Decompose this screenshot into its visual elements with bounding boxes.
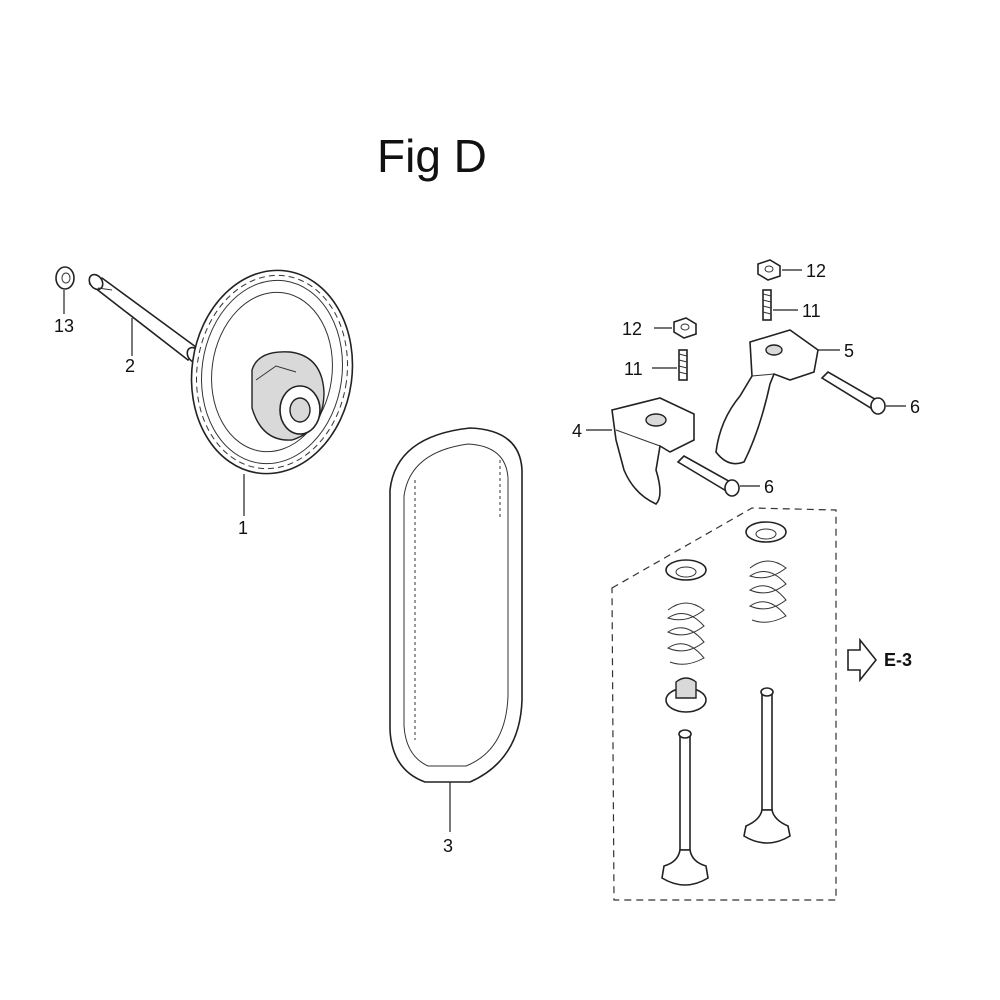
figure-title: Fig D (377, 130, 487, 182)
reference-arrow-icon (847, 637, 878, 683)
spring-retainer-left (665, 559, 707, 581)
washer-13 (55, 266, 75, 290)
callout-3: 3 (443, 836, 453, 856)
spring-retainer-right (745, 521, 787, 543)
reference-label: E-3 (884, 650, 912, 670)
pin-6-lower (676, 455, 740, 497)
callout-6-upper: 6 (910, 397, 920, 417)
cam-pulley-1 (190, 269, 354, 475)
callout-11-middle: 11 (624, 359, 643, 379)
callout-13: 13 (54, 316, 74, 336)
callout-11-upper: 11 (802, 301, 821, 321)
nut-12-upper (757, 259, 781, 281)
callout-1: 1 (238, 518, 248, 538)
stud-11-middle (678, 349, 688, 381)
callout-5: 5 (844, 341, 854, 361)
valve-right (743, 687, 791, 844)
valve-left (661, 729, 709, 886)
valve-spring-right (748, 560, 787, 623)
callout-12-middle: 12 (622, 319, 642, 339)
pin-6-upper (820, 371, 886, 415)
timing-belt-3 (389, 427, 523, 783)
rocker-arm-4 (611, 397, 695, 505)
callout-6-lower: 6 (764, 477, 774, 497)
shaft-2 (88, 273, 202, 364)
callout-12-upper: 12 (806, 261, 826, 281)
valve-group-outline (611, 507, 837, 901)
valve-seal-left (665, 677, 707, 713)
callout-2: 2 (125, 356, 135, 376)
callout-4: 4 (572, 421, 582, 441)
rocker-arm-5 (715, 329, 819, 465)
valve-spring-left (666, 602, 705, 665)
stud-11-upper (762, 289, 772, 321)
nut-12-middle (673, 317, 697, 339)
